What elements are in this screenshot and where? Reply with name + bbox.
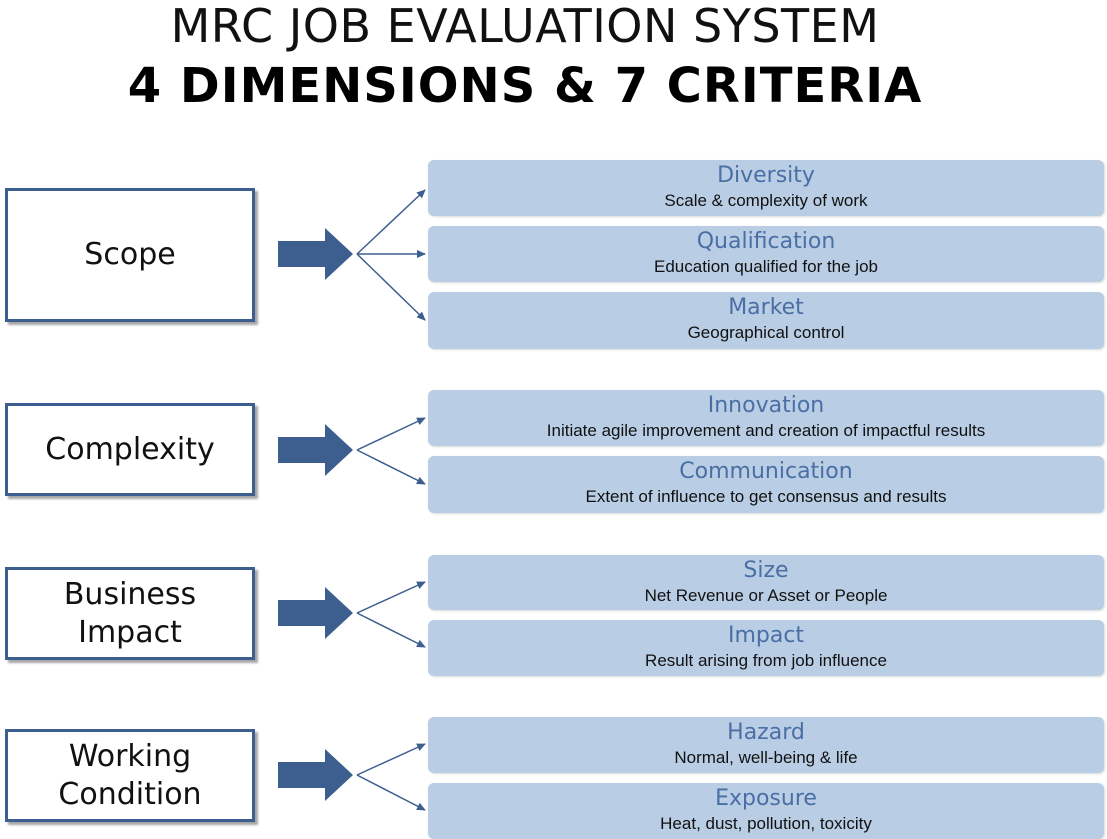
title-line2: 4 DIMENSIONS & 7 CRITERIA <box>127 58 923 114</box>
block-arrow-business-impact <box>278 587 353 639</box>
criterion-name: Size <box>743 558 789 583</box>
dimension-business-impact: Business Impact <box>5 567 255 660</box>
criterion-description: Geographical control <box>687 323 845 342</box>
dimension-label: Scope <box>84 237 176 272</box>
branch-arrow <box>356 417 426 451</box>
criterion-name: Diversity <box>717 163 815 188</box>
criterion-diversity: Diversity Scale & complexity of work <box>428 160 1104 216</box>
criterion-name: Communication <box>679 459 853 484</box>
branch-arrow <box>356 449 426 485</box>
branch-arrow <box>356 612 426 648</box>
criterion-hazard: Hazard Normal, well-being & life <box>428 717 1104 773</box>
dimension-working-condition: Working Condition <box>5 729 255 822</box>
criterion-description: Net Revenue or Asset or People <box>644 586 888 605</box>
criterion-market: Market Geographical control <box>428 292 1104 349</box>
dimension-label-line: Working <box>68 738 192 774</box>
dimension-complexity: Complexity <box>5 403 255 496</box>
criterion-size: Size Net Revenue or Asset or People <box>428 555 1104 610</box>
dimension-label-line: Business <box>63 576 197 612</box>
branch-arrow <box>356 581 426 614</box>
criterion-communication: Communication Extent of influence to get… <box>428 456 1104 513</box>
branch-arrow <box>356 743 426 776</box>
dimension-label: Business Impact <box>64 576 196 652</box>
criterion-description: Heat, dust, pollution, toxicity <box>660 814 872 833</box>
dimension-scope: Scope <box>5 188 255 322</box>
criterion-description: Education qualified for the job <box>654 257 878 276</box>
criterion-impact: Impact Result arising from job influence <box>428 620 1104 676</box>
criterion-exposure: Exposure Heat, dust, pollution, toxicity <box>428 783 1104 839</box>
criterion-name: Exposure <box>715 786 817 811</box>
criterion-name: Innovation <box>707 393 825 418</box>
criterion-innovation: Innovation Initiate agile improvement an… <box>428 390 1104 446</box>
criterion-description: Extent of influence to get consensus and… <box>585 487 947 506</box>
block-arrow-scope <box>278 228 353 280</box>
criterion-name: Qualification <box>696 229 836 254</box>
block-arrow-complexity <box>278 424 353 476</box>
criterion-name: Impact <box>727 623 805 648</box>
dimension-label: Complexity <box>45 431 215 467</box>
criterion-qualification: Qualification Education qualified for th… <box>428 226 1104 282</box>
branch-arrow <box>356 189 426 255</box>
criterion-description: Scale & complexity of work <box>664 191 868 210</box>
title-line1: MRC JOB EVALUATION SYSTEM <box>170 0 880 53</box>
criterion-description: Result arising from job influence <box>645 651 887 670</box>
branch-arrow <box>356 253 426 321</box>
branch-arrow <box>356 774 426 811</box>
block-arrow-working-condition <box>278 749 353 801</box>
criterion-name: Market <box>728 295 804 320</box>
criterion-description: Normal, well-being & life <box>674 748 858 767</box>
dimension-label-line: Condition <box>58 776 202 812</box>
criterion-name: Hazard <box>727 720 805 745</box>
dimension-label: Working Condition <box>58 738 201 814</box>
criterion-description: Initiate agile improvement and creation … <box>546 421 986 440</box>
dimension-label-line: Impact <box>78 614 182 650</box>
